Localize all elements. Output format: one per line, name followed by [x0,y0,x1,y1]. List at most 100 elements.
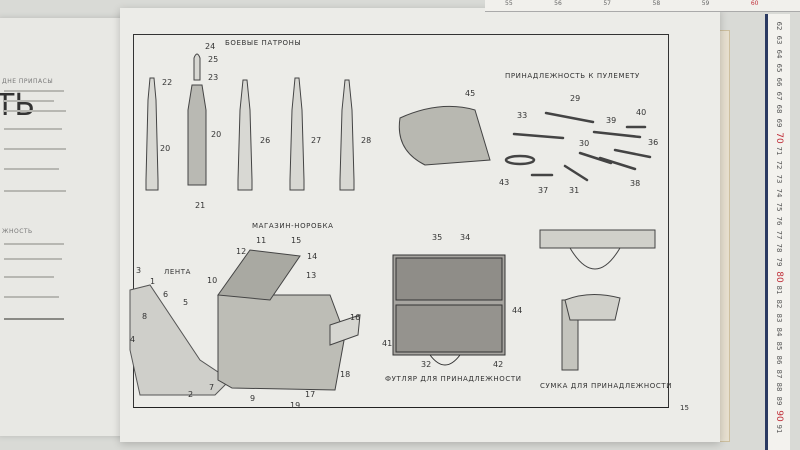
text-line [4,90,64,92]
ruler-tick: 68 [775,104,783,114]
ruler-tick: 73 [775,174,783,184]
ruler-tick: 88 [775,382,783,392]
callout: 23 [208,73,219,82]
cartridge-5 [339,79,355,191]
left-section-title: ДНЕ ПРИПАСЫ [2,78,54,85]
callout: 7 [209,383,215,392]
text-line [4,168,59,170]
ruler-tick: 87 [775,369,783,378]
magazine-box-title: МАГАЗИН-НОРОБКА [252,222,334,230]
callout: 33 [517,111,528,120]
page-frame [133,34,669,408]
callout: 36 [648,138,659,147]
callout: 38 [630,179,641,188]
cartridge-2-case [187,84,207,186]
cartridge-1 [145,77,159,191]
callout: 20 [211,130,222,139]
ruler-tick: 67 [775,91,783,100]
callout: 40 [636,108,647,117]
ruler-top: 55 56 57 58 59 60 [485,0,800,12]
text-line [4,296,59,298]
ruler-tick: 82 [775,299,783,309]
text-line [4,276,54,278]
callout: 19 [290,401,301,410]
case-title: ФУТЛЯР ДЛЯ ПРИНАДЛЕЖНОСТИ [385,375,522,383]
ruler-top-ticks: 55 56 57 58 59 60 [505,0,800,7]
ruler-tick: 81 [775,285,783,295]
callout: 11 [256,236,267,245]
accessories-title: ПРИНАДЛЕЖНОСТЬ К ПУЛЕМЕТУ [505,72,640,80]
belt-title: ЛЕНТА [164,268,192,276]
page-number: 15 [680,404,689,412]
callout: 39 [606,116,617,125]
ruler-tick: 75 [775,202,783,212]
ruler-tick: 86 [775,355,783,365]
callout: 27 [311,136,322,145]
callout: 14 [307,252,318,261]
callout: 28 [361,136,372,145]
ruler-tick: 83 [775,313,783,323]
ruler-tick: 84 [775,327,783,337]
callout: 31 [569,186,580,195]
callout: 8 [142,312,148,321]
ruler-tick: 89 [775,396,783,406]
callout: 17 [305,390,316,399]
callout: 30 [579,139,590,148]
ruler-tick: 72 [775,160,783,170]
text-line [4,243,64,245]
pouch-diagram [539,229,656,371]
ruler-tick: 66 [775,77,783,87]
callout: 37 [538,186,549,195]
callout: 43 [499,178,510,187]
accessory-bag [398,105,491,166]
text-line [4,190,66,192]
callout: 15 [291,236,302,245]
ruler-tick: 62 [775,21,783,31]
ruler-tick: 91 [775,424,783,434]
callout: 10 [207,276,218,285]
callout: 34 [460,233,471,242]
callout: 29 [570,94,581,103]
pouch-title: СУМКА ДЛЯ ПРИНАДЛЕЖНОСТИ [540,382,673,390]
ruler-tick: 59 [701,0,710,7]
text-line [4,148,66,150]
text-line [4,110,66,112]
callout: 42 [493,360,504,369]
ruler-tick: 79 [775,257,783,267]
ruler-tick: 76 [775,216,783,226]
ruler-tick: 60 [750,0,759,7]
cartridge-4 [289,77,305,191]
ruler-tick: 85 [775,341,783,351]
ruler-tick: 78 [775,243,783,253]
text-line [4,258,62,260]
callout: 24 [205,42,216,51]
ruler-tick: 77 [775,230,783,239]
left-section-title-2: ЖНОСТЬ [2,228,33,235]
callout: 5 [183,298,189,307]
ruler-tick: 63 [775,35,783,45]
left-page-heading: ТЬ [0,88,35,123]
ruler-tick: 65 [775,63,783,73]
tools [504,111,652,182]
callout: 4 [130,335,136,344]
callout: 16 [350,313,361,322]
callout: 32 [421,360,432,369]
accessory-case [392,254,506,366]
ruler-tick: 64 [775,49,783,59]
callout: 9 [250,394,256,403]
callout: 6 [163,290,169,299]
text-line [4,128,62,130]
callout: 22 [162,78,173,87]
ruler-tick: 74 [775,188,783,198]
callout: 44 [512,306,523,315]
ruler-tick: 56 [554,0,562,7]
ruler-tick: 55 [505,0,513,7]
ruler-tick: 69 [775,118,783,128]
left-page: ТЬ ДНЕ ПРИПАСЫ ЖНОСТЬ [0,18,124,436]
ruler-tick: 57 [603,0,611,7]
callout: 26 [260,136,271,145]
callout: 41 [382,339,393,348]
cartridge-2-bullet [193,53,201,81]
callout: 35 [432,233,443,242]
